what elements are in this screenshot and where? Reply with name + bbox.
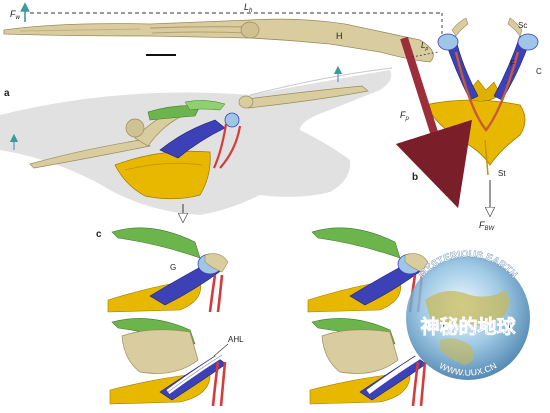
panel-label-c: c [96,229,102,240]
humeral-head-panel-a [224,112,240,128]
scapulae-panel-b [451,17,523,37]
green-muscle-2-panel-a [184,100,226,111]
ahl-leader-line [213,343,229,357]
watermark-chinese-text: 神秘的地球 [420,315,516,338]
lever-lp-line [411,51,439,58]
label-fw: Fw [10,9,21,21]
label-sc: Sc [518,21,527,30]
label-lp: Lp [421,41,428,52]
red-muscle-panel-a [212,123,242,169]
shoulder-view-top-right [307,227,429,313]
shoulder-view-top-left [107,227,229,313]
label-ahl: AHL [228,335,244,344]
panel-label-b: b [412,172,418,183]
label-c: C [536,67,542,76]
shoulder-view-bottom-right [309,318,427,407]
watermark-globe [406,256,530,380]
label-h: H [336,31,343,41]
label-st: St [498,169,506,178]
green-muscle-panel-a [147,105,201,121]
force-arrow-fp [395,36,472,209]
coracoids-panel-b [437,33,539,101]
shoulder-view-bottom-left [109,318,227,407]
lever-length-line [30,12,443,40]
bird-body-arrows [9,65,343,218]
label-fbw: FBW [479,220,496,232]
panel-label-a: a [4,88,10,99]
label-fp: Fp [400,110,410,122]
label-f: F [510,59,515,68]
label-g: G [170,263,176,272]
wing-bones-panel-a [29,85,369,169]
label-lh: Lh [244,2,253,14]
wing-skeleton-top [3,18,434,63]
furcula-panel-b [454,51,520,132]
